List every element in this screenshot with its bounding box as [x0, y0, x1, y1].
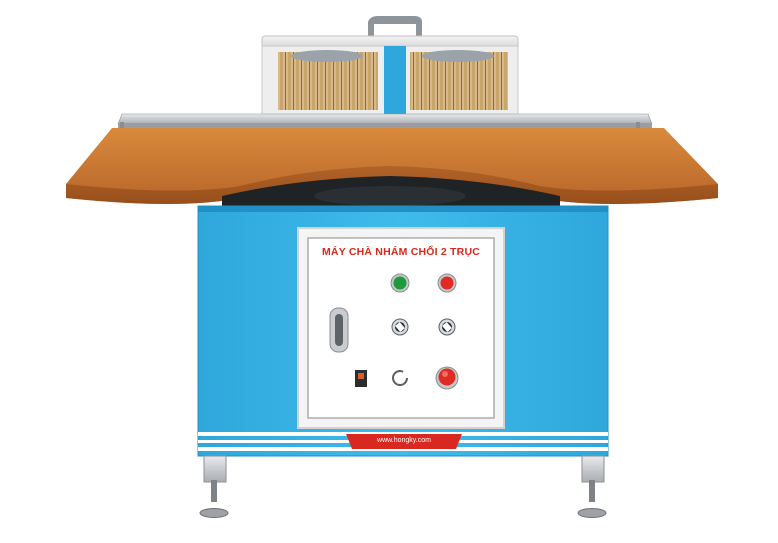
brush-hood — [261, 16, 519, 117]
selector-switch-icon[interactable] — [391, 318, 409, 336]
power-switch-icon[interactable] — [355, 370, 367, 387]
motor-housing — [222, 176, 560, 210]
start-button-icon[interactable] — [390, 273, 410, 293]
panel-title: MÁY CHÀ NHÁM CHỔI 2 TRỤC — [321, 246, 481, 258]
indicator-lamp-icon — [392, 370, 408, 386]
website-label: www.hongky.com — [377, 437, 431, 444]
leveling-feet — [199, 455, 607, 518]
door-handle-icon[interactable] — [329, 307, 349, 353]
emergency-stop-icon[interactable] — [435, 366, 459, 390]
brand-stripe — [346, 434, 462, 449]
control-panel — [297, 227, 505, 429]
stop-button-icon[interactable] — [437, 273, 457, 293]
selector-switch-icon[interactable] — [438, 318, 456, 336]
lift-handle[interactable] — [368, 16, 422, 40]
